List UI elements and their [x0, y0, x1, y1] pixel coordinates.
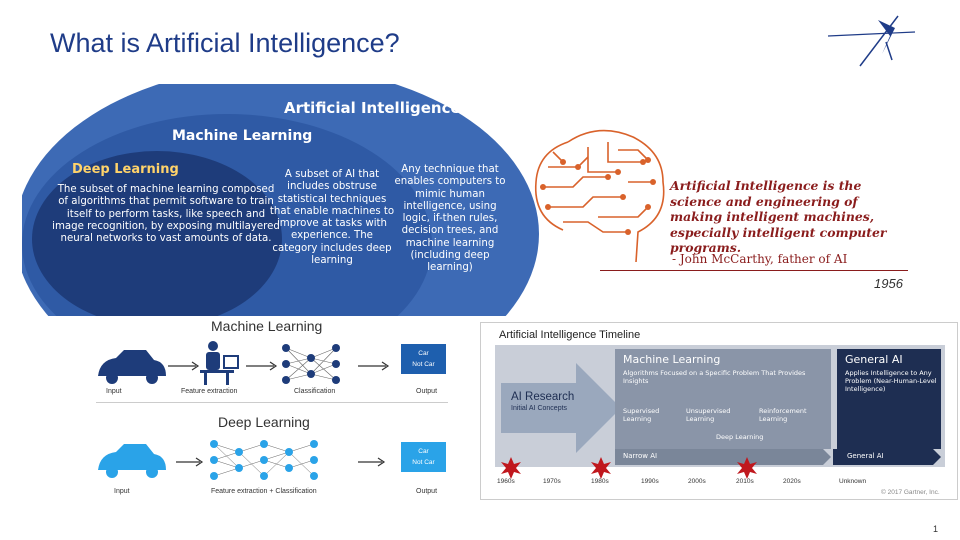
decade-unknown: Unknown: [839, 478, 867, 485]
reinforcement-label: Reinforcement Learning: [759, 407, 807, 423]
timeline-copyright: © 2017 Gartner, Inc.: [881, 489, 940, 496]
narrow-ai-label: Narrow AI: [623, 452, 658, 460]
general-ai-title: General AI: [845, 353, 903, 366]
ml-caption-feature: Feature extraction: [181, 388, 238, 395]
ml-output-notcar: Not Car: [412, 361, 435, 368]
ai-research-sub: Initial AI Concepts: [511, 405, 568, 412]
ml-panel-title: Machine Learning: [623, 353, 721, 366]
timeline-title: Artificial Intelligence Timeline: [499, 329, 641, 341]
deep-neural-network-icon: [210, 440, 318, 480]
dl-caption-output: Output: [416, 488, 438, 495]
decade-2000s: 2000s: [688, 478, 706, 485]
ml-output-box: Car Not Car: [401, 344, 446, 374]
ai-winter-markers: [501, 457, 757, 479]
unsupervised-label: Unsupervised Learning: [686, 407, 731, 423]
venn-dl-label: Deep Learning: [72, 162, 179, 177]
mccarthy-quote: Artificial Intelligence is the science a…: [670, 178, 887, 255]
general-ai-sub: Applies Intelligence to Any Problem (Nea…: [845, 369, 937, 393]
timeline-bars: [615, 449, 941, 465]
decade-1980s: 1980s: [591, 478, 609, 485]
decade-1970s: 1970s: [543, 478, 561, 485]
dl-output-notcar: Not Car: [412, 459, 435, 466]
quote-year: 1956: [874, 276, 903, 291]
supervised-label: Supervised Learning: [623, 407, 660, 423]
decade-2010s: 2010s: [736, 478, 754, 485]
ml-caption-input: Input: [106, 388, 122, 395]
ai-research-label: AI Research: [511, 391, 575, 403]
dl-output-box: Car Not Car: [401, 442, 446, 472]
ml-caption-output: Output: [416, 388, 438, 395]
decade-1960s: 1960s: [497, 478, 515, 485]
decade-1990s: 1990s: [641, 478, 659, 485]
company-logo: [827, 15, 916, 67]
deep-learning-label: Deep Learning: [716, 433, 764, 441]
ml-panel: [615, 349, 831, 449]
ml-panel-sub: Algorithms Focused on a Specific Problem…: [623, 369, 806, 385]
neural-network-icon: [282, 344, 340, 384]
dl-heading: Deep Learning: [218, 414, 310, 430]
page-number: 1: [933, 524, 939, 534]
ai-research-arrow: [501, 363, 621, 453]
car-icon: [98, 444, 166, 478]
dl-output-car: Car: [418, 448, 429, 455]
general-ai-bar-label: General AI: [847, 452, 884, 460]
page-title: What is Artificial Intelligence?: [50, 28, 400, 58]
ml-dl-divider: [96, 402, 448, 403]
venn-ml-label: Machine Learning: [172, 128, 313, 144]
ml-pipeline-graphic: [98, 341, 390, 385]
dl-caption-input: Input: [114, 488, 130, 495]
venn-ai-description: Any technique that enables computers to …: [394, 164, 506, 274]
dl-caption-feature-classification: Feature extraction + Classification: [211, 488, 317, 495]
ml-vs-dl-diagram: Machine Learning Car Not Car Input Featu…: [96, 318, 450, 504]
ml-output-car: Car: [418, 350, 429, 357]
person-at-computer-icon: [200, 341, 239, 385]
ai-timeline-graphic: Artificial Intelligence Timeline AI Rese…: [480, 322, 958, 500]
car-icon: [98, 350, 166, 384]
venn-dl-description: The subset of machine learning composed …: [52, 184, 280, 245]
ml-heading: Machine Learning: [211, 318, 323, 334]
dl-pipeline-graphic: [98, 440, 386, 480]
general-ai-panel: [837, 349, 941, 449]
venn-ai-label: Artificial Intelligence: [284, 99, 461, 117]
venn-ml-description: A subset of AI that includes obstruse st…: [269, 169, 395, 267]
quote-divider: [600, 270, 908, 271]
ml-caption-classification: Classification: [294, 388, 336, 395]
ai-venn-diagram: Artificial Intelligence Machine Learning…: [22, 84, 542, 316]
circuit-brain-image: [534, 129, 665, 263]
quote-attribution: - John McCarthy, father of AI: [672, 252, 848, 266]
decade-2020s: 2020s: [783, 478, 801, 485]
